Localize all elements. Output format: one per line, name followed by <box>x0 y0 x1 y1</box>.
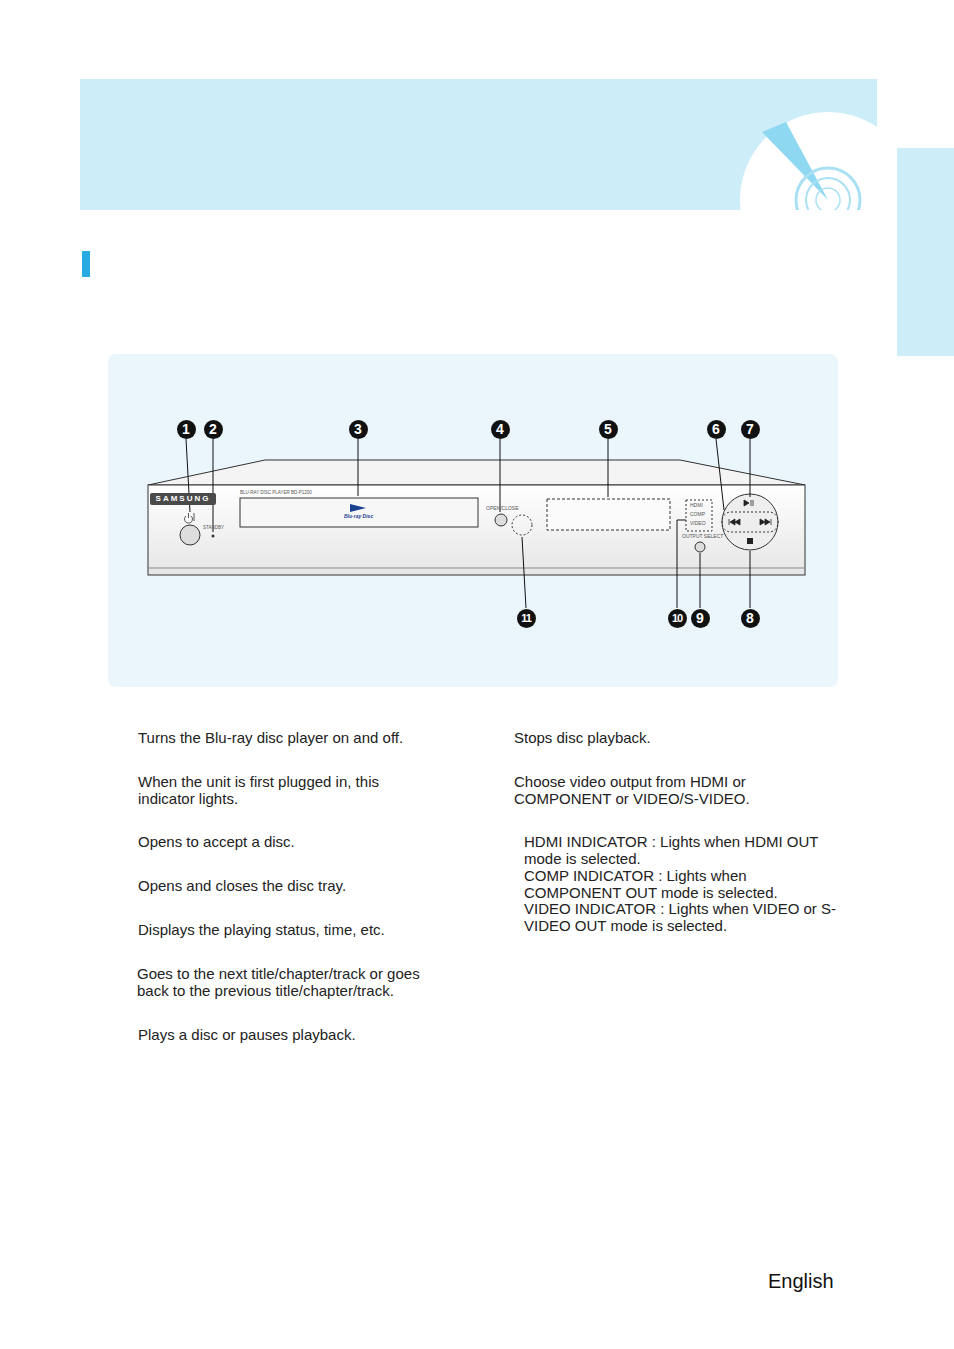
panel-marking: OPEN/CLOSE <box>486 506 519 512</box>
description-text: VIDEO INDICATOR : Lights when VIDEO or S… <box>524 900 846 934</box>
callout-number: 2 <box>204 420 223 439</box>
callout-number: 4 <box>491 420 510 439</box>
description-text: When the unit is first plugged in, this … <box>138 773 386 807</box>
description-text: Opens to accept a disc. <box>138 833 295 850</box>
leader-lines <box>186 439 750 608</box>
description-text: Stops disc playback. <box>514 729 651 746</box>
callout-number: 11 <box>517 609 536 628</box>
panel-marking: BLU-RAY DISC PLAYER BD-P1200 <box>240 491 312 496</box>
description-text: Displays the playing status, time, etc. <box>138 921 385 938</box>
description-text: Opens and closes the disc tray. <box>138 877 346 894</box>
description-text: Plays a disc or pauses playback. <box>138 1026 356 1043</box>
player-illustration <box>148 460 805 575</box>
figure-panel <box>108 354 838 687</box>
panel-marking: VIDEO <box>690 521 706 527</box>
callout-number: 6 <box>707 420 726 439</box>
callout-number: 3 <box>349 420 368 439</box>
panel-marking: STANDBY <box>203 526 224 531</box>
callout-number: 5 <box>599 420 618 439</box>
callout-number: 1 <box>177 420 196 439</box>
panel-marking: COMP <box>690 512 705 518</box>
callout-number: 10 <box>668 609 687 628</box>
panel-marking: Blu-ray Disc <box>344 514 373 520</box>
description-text: HDMI INDICATOR : Lights when HDMI OUT mo… <box>524 833 846 867</box>
description-text: Choose video output from HDMI or COMPONE… <box>514 773 776 807</box>
page-language: English <box>768 1269 834 1293</box>
callout-number: 7 <box>741 420 760 439</box>
panel-marking: OUTPUT SELECT <box>682 534 723 540</box>
side-tab <box>897 148 954 356</box>
callout-number: 8 <box>741 609 760 628</box>
description-text: Turns the Blu-ray disc player on and off… <box>138 729 403 746</box>
section-marker <box>82 251 90 277</box>
panel-marking: HDMI <box>690 503 703 509</box>
callout-number: 9 <box>691 609 710 628</box>
brand-logo: SAMSUNG <box>150 493 216 505</box>
description-text: COMP INDICATOR : Lights when COMPONENT O… <box>524 867 846 901</box>
description-text: Goes to the next title/chapter/track or … <box>137 965 455 999</box>
disc-graphic <box>740 112 877 210</box>
